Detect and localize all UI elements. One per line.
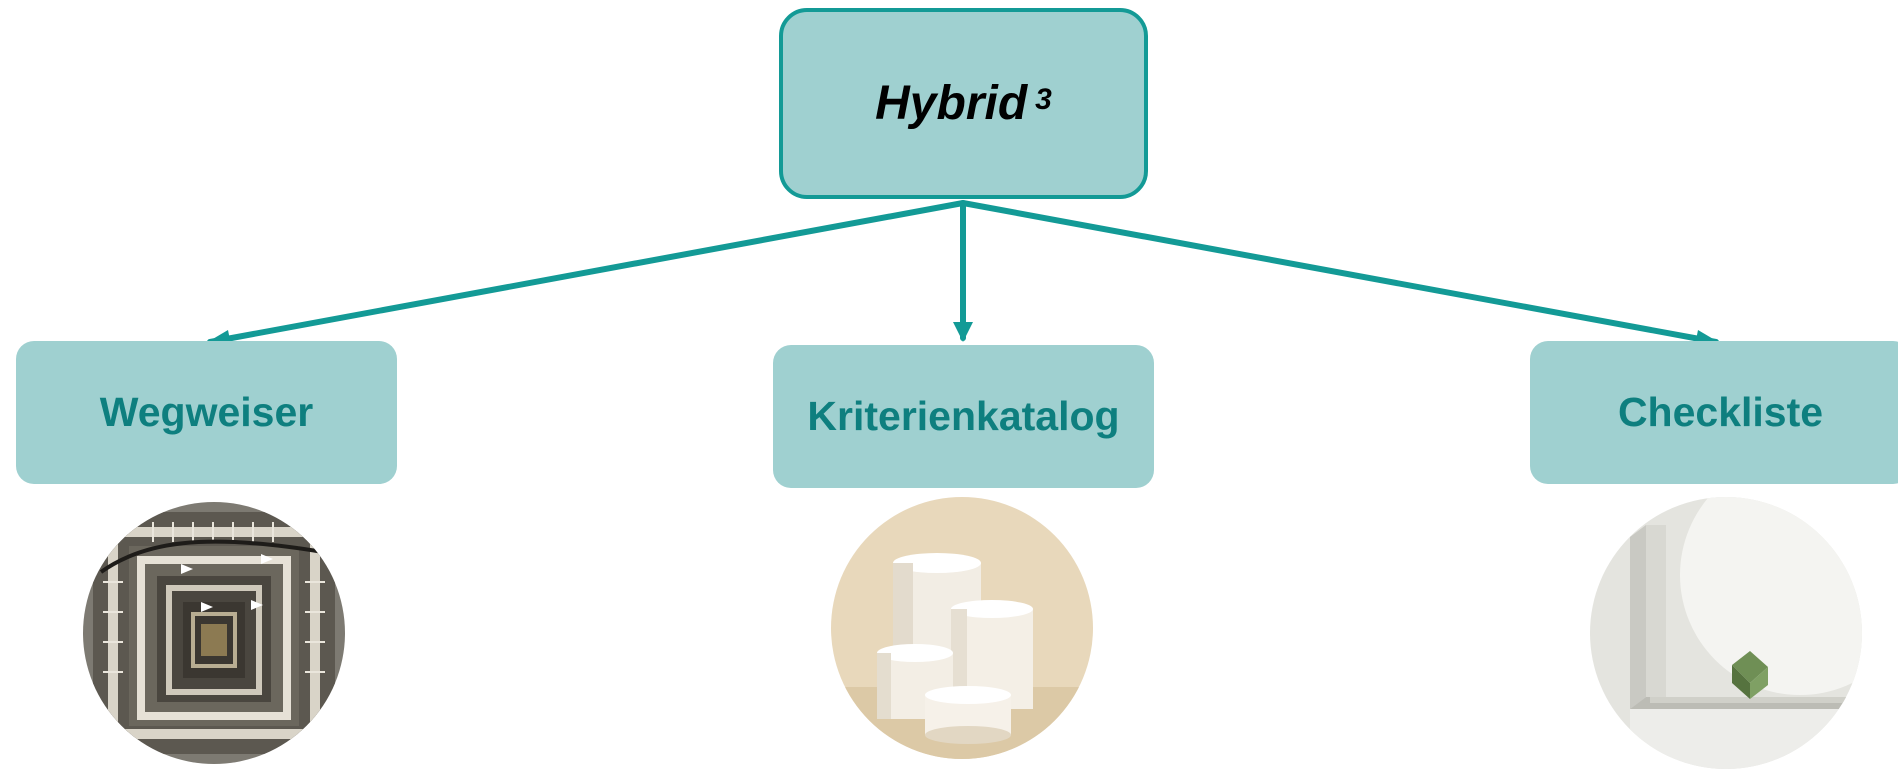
green-cube-on-ledge-photo <box>1590 497 1862 769</box>
connector-to-checkliste <box>960 200 1719 345</box>
node-checkliste[interactable]: Checkliste <box>1530 341 1898 484</box>
root-superscript: 3 <box>1035 82 1052 116</box>
node-wegweiser[interactable]: Wegweiser <box>16 341 397 484</box>
white-cylinders-photo <box>831 497 1093 759</box>
arrowhead-kriterienkatalog <box>953 322 973 342</box>
node-checkliste-label: Checkliste <box>1617 389 1824 435</box>
node-wegweiser-label: Wegweiser <box>99 389 314 435</box>
spiral-staircase-photo <box>83 502 345 764</box>
connector-to-wegweiser <box>207 200 966 345</box>
root-title: Hybrid <box>875 77 1028 130</box>
node-kriterienkatalog-label: Kriterienkatalog <box>807 393 1120 439</box>
node-kriterienkatalog[interactable]: Kriterienkatalog <box>773 345 1154 488</box>
